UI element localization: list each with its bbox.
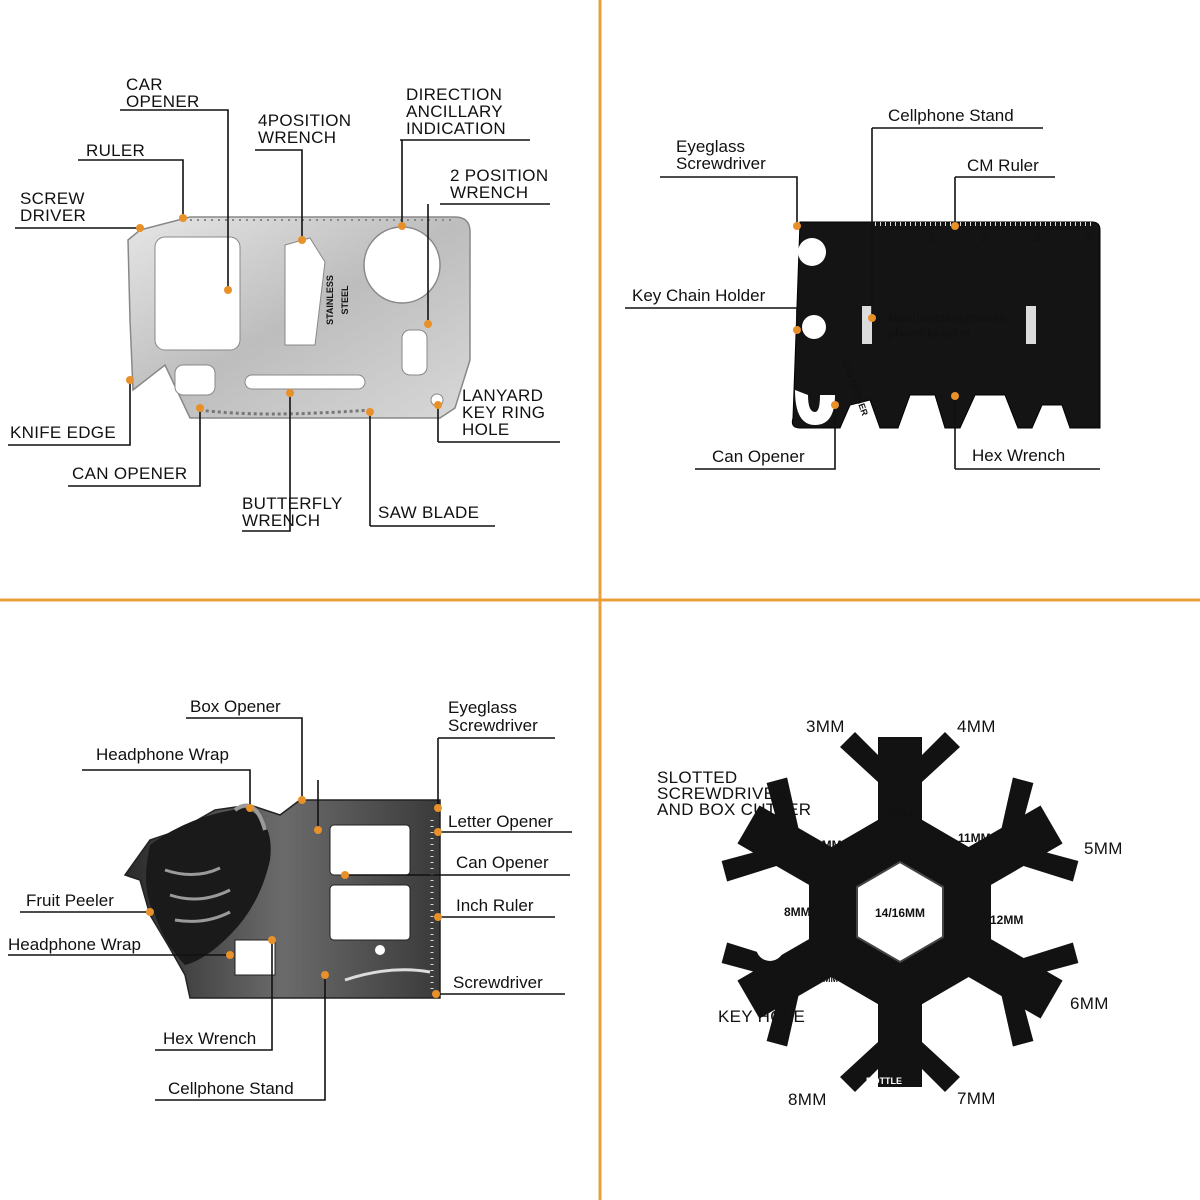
pointer-dot bbox=[434, 804, 442, 812]
tool-text-9mm: 9MM bbox=[815, 838, 842, 852]
card-text-bracket-line2: phone bracket bbox=[888, 326, 970, 340]
label-hex-wrench: Hex Wrench bbox=[972, 446, 1065, 465]
label-fruit-peeler: Fruit Peeler bbox=[26, 891, 114, 910]
pointer-dot bbox=[432, 990, 440, 998]
svg-text:STAINLESS: STAINLESS bbox=[325, 275, 335, 325]
pointer-dot bbox=[398, 222, 406, 230]
label-headphone-wrap-top: Headphone Wrap bbox=[96, 745, 229, 764]
black-card-panel: Multifunction,mobile phone bracket 1 2 3… bbox=[625, 106, 1101, 470]
label-car-opener: CAR OPENER bbox=[126, 75, 200, 111]
tool-text-8mm: 8MM bbox=[784, 905, 811, 919]
pointer-dot bbox=[951, 392, 959, 400]
pointer-dot bbox=[366, 408, 374, 416]
tool-text-10mm: 10MM bbox=[880, 807, 913, 821]
black-card-illustration: Multifunction,mobile phone bracket 1 2 3… bbox=[791, 221, 1101, 429]
label-5mm: 5MM bbox=[1084, 839, 1123, 858]
snowflake-tool-illustration bbox=[721, 732, 1079, 1092]
pointer-dot bbox=[179, 214, 187, 222]
label-inch-ruler: Inch Ruler bbox=[456, 896, 534, 915]
label-4mm: 4MM bbox=[957, 717, 996, 736]
label-headphone-wrap-bottom: Headphone Wrap bbox=[8, 935, 141, 954]
pointer-dot bbox=[146, 908, 154, 916]
pointer-dot bbox=[793, 326, 801, 334]
silver-card-illustration: STAINLESS STEEL bbox=[127, 216, 471, 419]
pointer-dot bbox=[314, 826, 322, 834]
label-cm-ruler: CM Ruler bbox=[967, 156, 1039, 175]
pointer-dot bbox=[126, 376, 134, 384]
pointer-dot bbox=[434, 401, 442, 409]
ruler-tick-1: 1 bbox=[928, 231, 935, 245]
ruler-tick-2: 2 bbox=[981, 231, 988, 245]
label-6mm: 6MM bbox=[1070, 994, 1109, 1013]
label-4position-wrench: 4POSITION WRENCH bbox=[258, 111, 356, 147]
label-saw-blade: SAW BLADE bbox=[378, 503, 479, 522]
pointer-dot bbox=[246, 804, 254, 812]
pointer-dot bbox=[831, 401, 839, 409]
pointer-dot bbox=[136, 224, 144, 232]
tool-text-11mm: 11MM bbox=[958, 831, 991, 845]
label-key-hole: KEY HOLE bbox=[718, 1007, 805, 1026]
label-key-chain-holder: Key Chain Holder bbox=[632, 286, 766, 305]
pointer-dot bbox=[268, 936, 276, 944]
label-letter-opener: Letter Opener bbox=[448, 812, 553, 831]
label-butterfly-wrench: BUTTERFLY WRENCH bbox=[242, 494, 347, 530]
pointer-dot bbox=[434, 828, 442, 836]
svg-text:STEEL: STEEL bbox=[340, 285, 350, 315]
ruler-tick-4: 4 bbox=[1086, 231, 1093, 245]
label-can-opener: CAN OPENER bbox=[72, 464, 187, 483]
silver-card-panel: STAINLESS STEEL CAR OPENER bbox=[8, 75, 560, 532]
card-text-bracket-line1: Multifunction,mobile bbox=[888, 311, 1006, 325]
pointer-dot bbox=[424, 320, 432, 328]
pointer-dot bbox=[341, 871, 349, 879]
pointer-dot bbox=[196, 404, 204, 412]
label-hex-wrench: Hex Wrench bbox=[163, 1029, 256, 1048]
label-8mm-bottom: 8MM bbox=[788, 1090, 827, 1109]
pointer-dot bbox=[321, 971, 329, 979]
label-lanyard-key-ring-hole: LANYARD KEY RING HOLE bbox=[462, 386, 550, 439]
tool-text-rope-cutter: ROPE CUTTER bbox=[968, 1005, 1005, 1026]
label-eyeglass-screwdriver: Eyeglass Screwdriver bbox=[448, 698, 538, 735]
label-can-opener: Can Opener bbox=[456, 853, 549, 872]
pointer-dot bbox=[224, 286, 232, 294]
label-7mm-bottom: 7MM bbox=[957, 1089, 996, 1108]
label-slotted-screwdriver: SLOTTED SCREWDRIVER AND BOX CUTTER bbox=[657, 768, 811, 819]
pointer-dot bbox=[434, 913, 442, 921]
label-cellphone-stand: Cellphone Stand bbox=[168, 1079, 294, 1098]
pointer-dot bbox=[298, 796, 306, 804]
tool-text-12mm: 12MM bbox=[990, 913, 1023, 927]
label-knife-edge: KNIFE EDGE bbox=[10, 423, 116, 442]
label-direction-indication: DIRECTION ANCILLARY INDICATION bbox=[406, 85, 508, 138]
ruler-tick-3: 3 bbox=[1034, 231, 1041, 245]
tool-text-7mm-small: 7MM bbox=[818, 974, 838, 984]
lion-card-panel: Box Opener Eyeglass Screwdriver Headphon… bbox=[8, 697, 572, 1101]
lion-card-illustration bbox=[123, 799, 441, 999]
pointer-dot bbox=[868, 314, 876, 322]
card-text-stainless: STAINLESS bbox=[325, 275, 335, 325]
tool-text-bottle-opener: BOTTLE OPENER bbox=[866, 1076, 905, 1097]
label-can-opener: Can Opener bbox=[712, 447, 805, 466]
tool-text-center: 14/16MM bbox=[875, 906, 925, 920]
pointer-dot bbox=[951, 222, 959, 230]
pointer-dot bbox=[286, 389, 294, 397]
label-ruler: RULER bbox=[86, 141, 145, 160]
card-text-steel: STEEL bbox=[340, 285, 350, 315]
label-screwdriver: Screwdriver bbox=[453, 973, 543, 992]
pointer-dot bbox=[226, 951, 234, 959]
label-2position-wrench: 2 POSITION WRENCH bbox=[450, 166, 553, 202]
label-3mm: 3MM bbox=[806, 717, 845, 736]
label-screw-driver: SCREW DRIVER bbox=[20, 189, 90, 225]
pointer-dot bbox=[793, 222, 801, 230]
pointer-dot bbox=[298, 236, 306, 244]
label-eyeglass-screwdriver: Eyeglass Screwdriver bbox=[676, 137, 766, 173]
label-box-opener: Box Opener bbox=[190, 697, 281, 716]
snowflake-panel: 14/16MM 10MM 9MM 11MM 8MM 12MM 7MM ROPE … bbox=[657, 717, 1123, 1109]
label-cellphone-stand: Cellphone Stand bbox=[888, 106, 1014, 125]
